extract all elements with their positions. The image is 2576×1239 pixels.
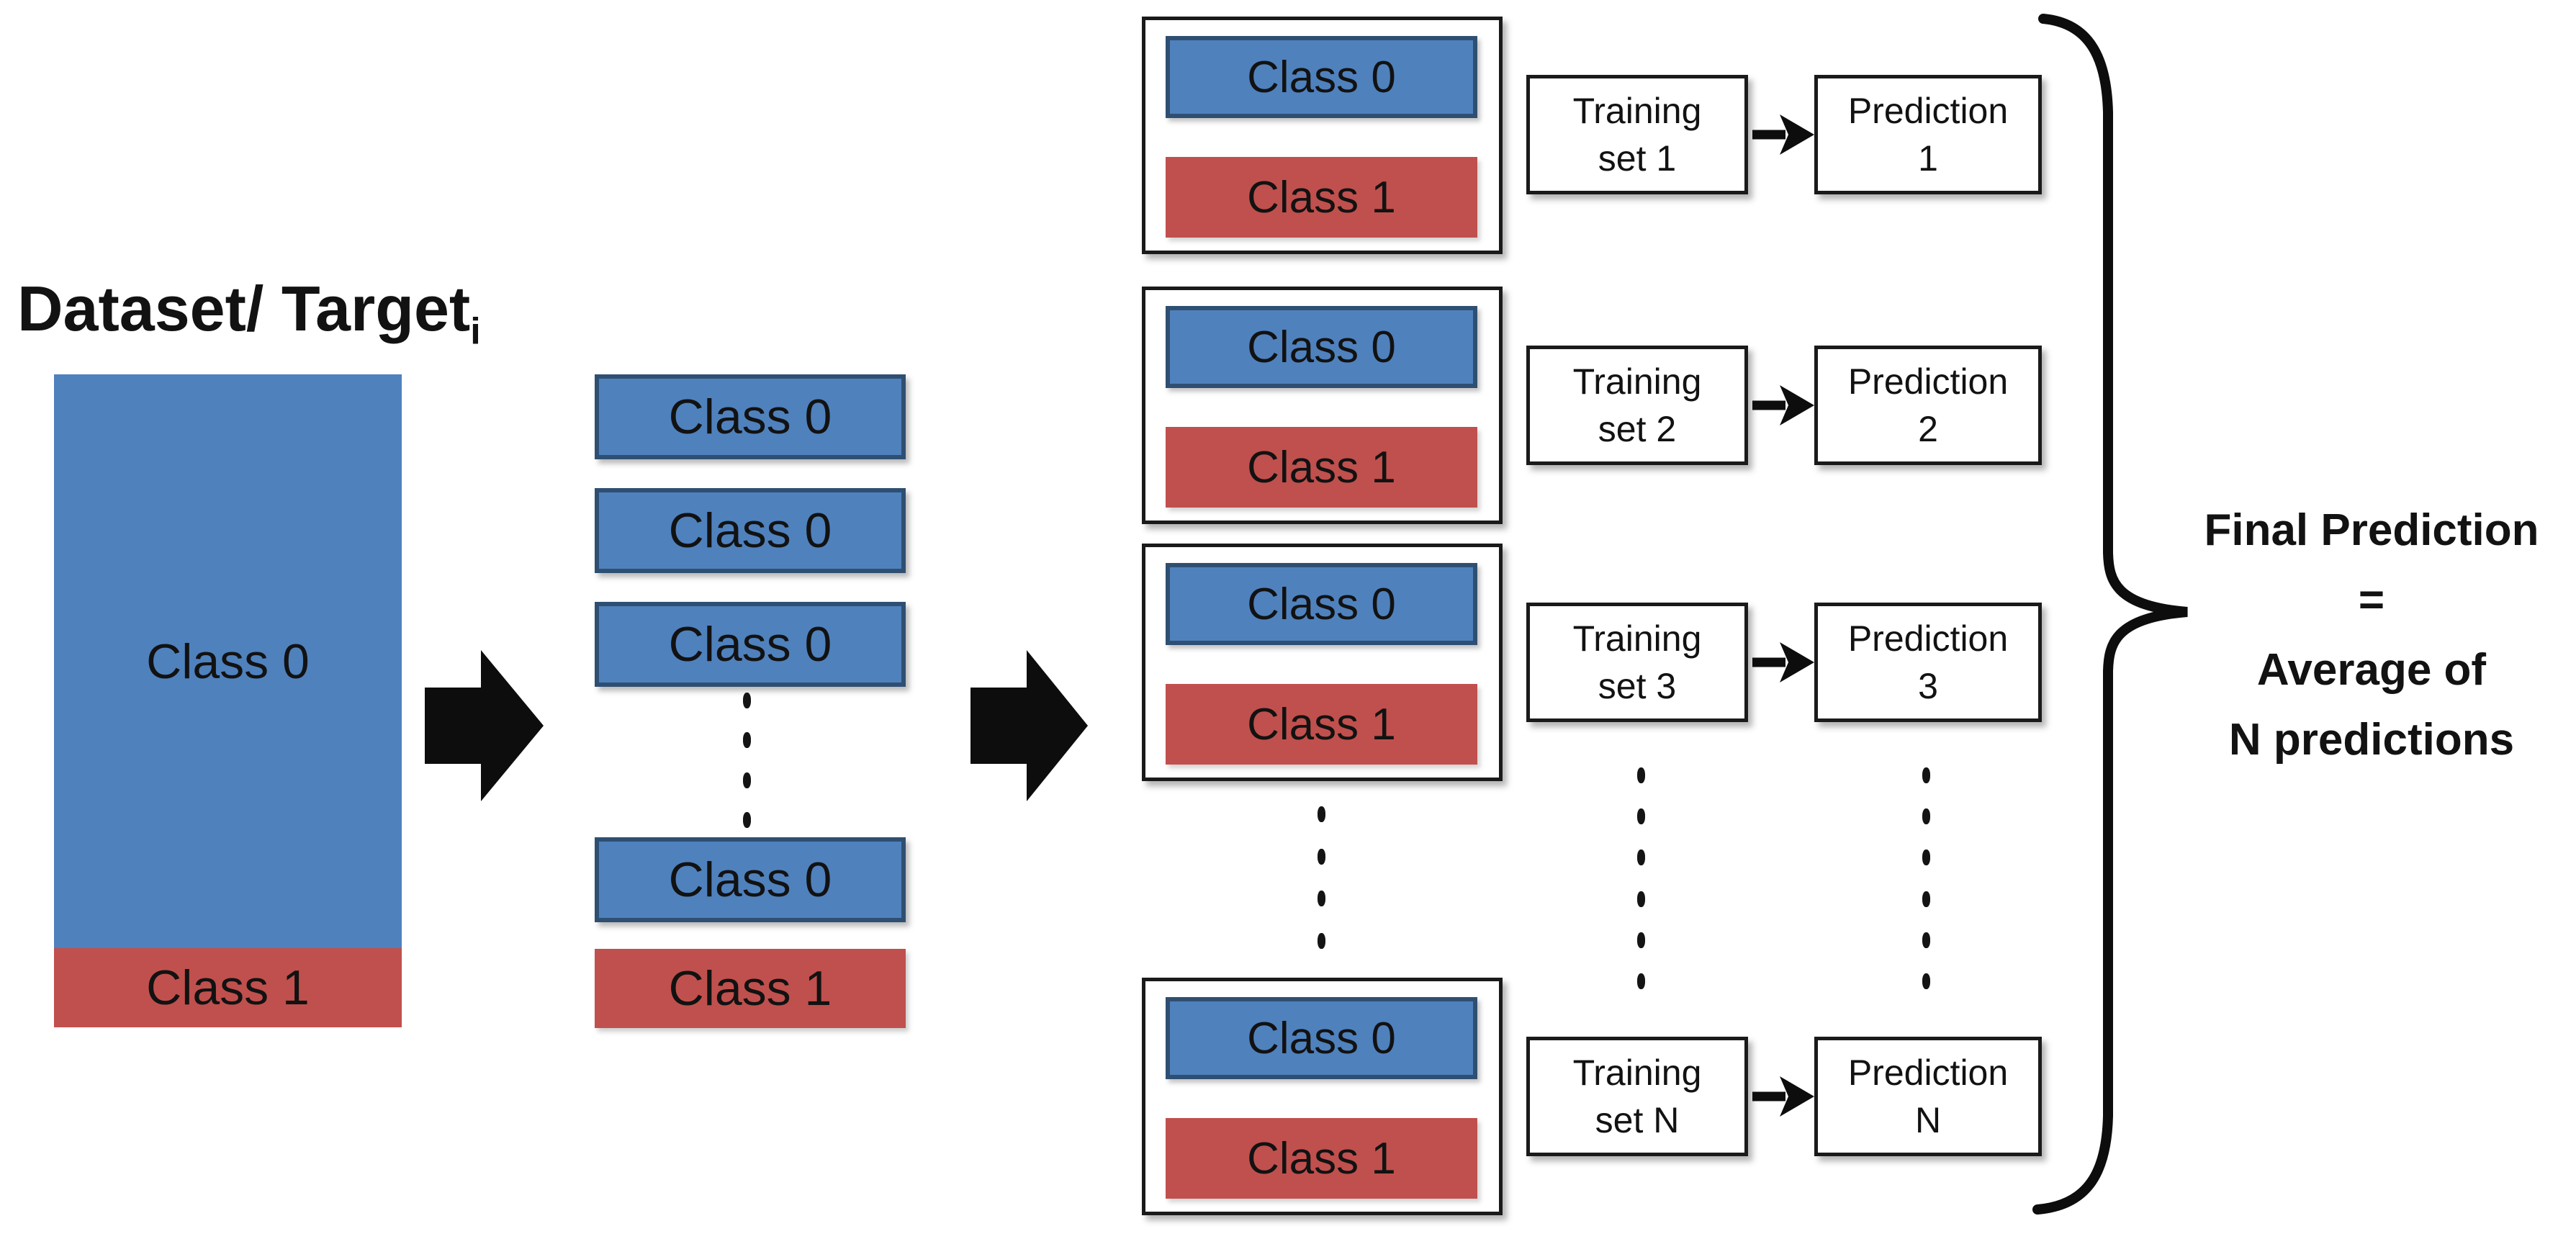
dataset-box: Class 0 Class 1: [54, 374, 402, 1027]
class0-label: Class 0: [668, 389, 832, 444]
class1-label: Class 1: [146, 960, 310, 1015]
prediction-box-2: Prediction 2: [1814, 346, 2042, 465]
training-set-line1: Training: [1572, 361, 1702, 402]
training-set-box-2: Training set 2: [1526, 346, 1748, 465]
ellipsis-dot: [1317, 848, 1325, 865]
ellipsis-dot: [1922, 932, 1930, 948]
prediction-box-3: Prediction 3: [1814, 603, 2042, 722]
dataset-class1-region: Class 1: [54, 948, 402, 1027]
training-set-line1: Training: [1572, 618, 1702, 659]
training-set-container-N: Class 0 Class 1: [1142, 978, 1503, 1215]
container2-class1-box: Class 1: [1166, 427, 1477, 508]
class0-label: Class 0: [1247, 52, 1396, 102]
ellipsis-dot: [1636, 932, 1645, 948]
container-ellipsis-dots: [1316, 806, 1326, 949]
class0-label: Class 0: [668, 617, 832, 672]
training-set-line1: Training: [1572, 91, 1702, 131]
dataset-title-text: Dataset/ Target: [17, 273, 471, 344]
container2-class0-box: Class 0: [1166, 306, 1477, 388]
ellipsis-dot: [1317, 891, 1325, 907]
class1-label: Class 1: [668, 961, 832, 1016]
final-line-2: =: [2358, 575, 2385, 625]
ellipsis-dot: [1636, 767, 1645, 783]
ellipsis-dot: [1922, 973, 1930, 989]
training-set-container-2: Class 0 Class 1: [1142, 287, 1503, 524]
ellipsis-dot: [1922, 767, 1930, 783]
aggregation-brace: [2032, 14, 2188, 1215]
flow-arrow-2: [970, 650, 1088, 801]
prediction-box-1: Prediction 1: [1814, 75, 2042, 194]
ellipsis-dot: [1636, 808, 1645, 825]
dataset-class0-region: Class 0: [54, 374, 402, 948]
training-set-box-N: Training set N: [1526, 1037, 1748, 1156]
stack-class0-box-2: Class 0: [595, 488, 906, 573]
training-set-line2: set N: [1595, 1100, 1680, 1140]
prediction-line2: 1: [1918, 138, 1938, 179]
row-arrow-N: [1752, 1076, 1814, 1117]
ellipsis-dot: [742, 772, 751, 788]
training-set-container-3: Class 0 Class 1: [1142, 544, 1503, 781]
final-line-1: Final Prediction: [2204, 505, 2539, 555]
container3-class1-box: Class 1: [1166, 684, 1477, 765]
class0-label: Class 0: [1247, 322, 1396, 372]
prediction-line2: 2: [1918, 409, 1938, 449]
row-arrow-2: [1752, 385, 1814, 425]
training-set-box-3: Training set 3: [1526, 603, 1748, 722]
final-line-4: N predictions: [2228, 715, 2515, 765]
training-set-line2: set 2: [1598, 409, 1677, 449]
training-set-line2: set 1: [1598, 138, 1677, 179]
ellipsis-dot: [1922, 891, 1930, 907]
prediction-line1: Prediction: [1847, 618, 2009, 659]
training-set-box-1: Training set 1: [1526, 75, 1748, 194]
prediction-box-N: Prediction N: [1814, 1037, 2042, 1156]
class0-label: Class 0: [1247, 1013, 1396, 1063]
stack-class0-box-4: Class 0: [595, 837, 906, 922]
stack-class0-box-1: Class 0: [595, 374, 906, 459]
ellipsis-dot: [1922, 850, 1930, 866]
stack-ellipsis-dots: [742, 693, 752, 828]
prediction-line2: 3: [1918, 666, 1938, 706]
ellipsis-dot: [742, 693, 751, 708]
class1-label: Class 1: [1247, 1133, 1396, 1184]
containerN-class0-box: Class 0: [1166, 997, 1477, 1079]
stack-class1-box: Class 1: [595, 949, 906, 1028]
final-line-3: Average of: [2256, 645, 2487, 695]
training-set-line1: Training: [1572, 1053, 1702, 1093]
prediction-line1: Prediction: [1847, 361, 2009, 402]
class0-label: Class 0: [1247, 579, 1396, 629]
final-prediction-text: Final Prediction = Average of N predicti…: [2167, 495, 2576, 775]
prediction-ellipsis-dots: [1921, 767, 1931, 989]
container1-class0-box: Class 0: [1166, 36, 1477, 118]
container1-class1-box: Class 1: [1166, 157, 1477, 238]
stack-class0-box-3: Class 0: [595, 602, 906, 687]
prediction-line1: Prediction: [1847, 91, 2009, 131]
ellipsis-dot: [742, 732, 751, 749]
prediction-line1: Prediction: [1847, 1053, 2009, 1093]
class0-label: Class 0: [146, 634, 310, 689]
dataset-title-subscript: i: [470, 310, 481, 353]
class1-label: Class 1: [1247, 442, 1396, 492]
ellipsis-dot: [1922, 808, 1930, 825]
flow-arrow-1: [425, 650, 544, 801]
class0-label: Class 0: [668, 503, 832, 558]
class1-label: Class 1: [1247, 172, 1396, 222]
row-arrow-3: [1752, 642, 1814, 682]
ellipsis-dot: [1317, 806, 1325, 822]
training-set-container-1: Class 0 Class 1: [1142, 17, 1503, 254]
row-arrow-1: [1752, 114, 1814, 155]
ellipsis-dot: [1636, 891, 1645, 907]
ellipsis-dot: [1317, 932, 1325, 949]
ellipsis-dot: [742, 811, 751, 828]
containerN-class1-box: Class 1: [1166, 1118, 1477, 1199]
training-set-line2: set 3: [1598, 666, 1677, 706]
training-ellipsis-dots: [1636, 767, 1646, 989]
dataset-title: Dataset/ Targeti: [17, 272, 481, 353]
container3-class0-box: Class 0: [1166, 563, 1477, 645]
class0-label: Class 0: [668, 852, 832, 907]
ellipsis-dot: [1636, 850, 1645, 866]
ellipsis-dot: [1636, 973, 1645, 989]
prediction-line2: N: [1914, 1100, 1942, 1140]
class1-label: Class 1: [1247, 699, 1396, 749]
